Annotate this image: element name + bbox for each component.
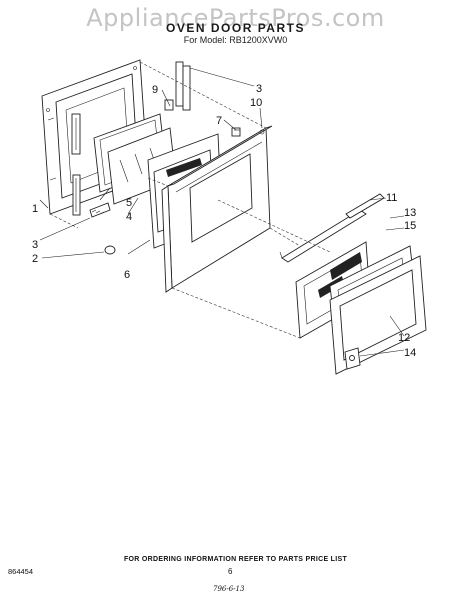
diagram-title: OVEN DOOR PARTS bbox=[166, 21, 305, 35]
page-number: 6 bbox=[228, 567, 233, 576]
door-gasket bbox=[329, 255, 427, 375]
model-subtitle: For Model: RB1200XVW0 bbox=[183, 35, 288, 45]
callout-5: 5 bbox=[126, 197, 132, 209]
callout-6: 6 bbox=[124, 269, 130, 281]
callout-4: 4 bbox=[126, 211, 132, 223]
callout-3-left: 3 bbox=[32, 239, 38, 251]
hinge-left bbox=[71, 113, 81, 216]
callout-1: 1 bbox=[32, 203, 38, 215]
outer-door-front bbox=[161, 125, 273, 293]
ordering-note: FOR ORDERING INFORMATION REFER TO PARTS … bbox=[123, 556, 348, 563]
callout-14: 14 bbox=[404, 347, 416, 359]
hinge-pin bbox=[89, 202, 111, 218]
leader-lines bbox=[39, 67, 405, 357]
handwritten-code: 796-6-13 bbox=[213, 585, 245, 593]
callout-7: 7 bbox=[216, 115, 222, 127]
callout-3-right: 3 bbox=[256, 83, 262, 95]
handle-clip bbox=[344, 347, 361, 370]
assembly-lines bbox=[49, 61, 331, 339]
document-number: 864454 bbox=[8, 567, 34, 576]
callout-11: 11 bbox=[386, 192, 397, 204]
callout-12: 12 bbox=[398, 332, 410, 344]
door-trim-strip bbox=[279, 193, 385, 263]
callout-9: 9 bbox=[152, 84, 158, 96]
hinge-brackets-top bbox=[164, 61, 241, 137]
watermark: AppliancePartsPros.com bbox=[86, 4, 385, 32]
callout-15: 15 bbox=[404, 220, 416, 232]
callout-13: 13 bbox=[404, 207, 416, 219]
callout-10: 10 bbox=[250, 97, 262, 109]
callout-2: 2 bbox=[32, 253, 38, 265]
screw-part-2 bbox=[104, 245, 116, 255]
